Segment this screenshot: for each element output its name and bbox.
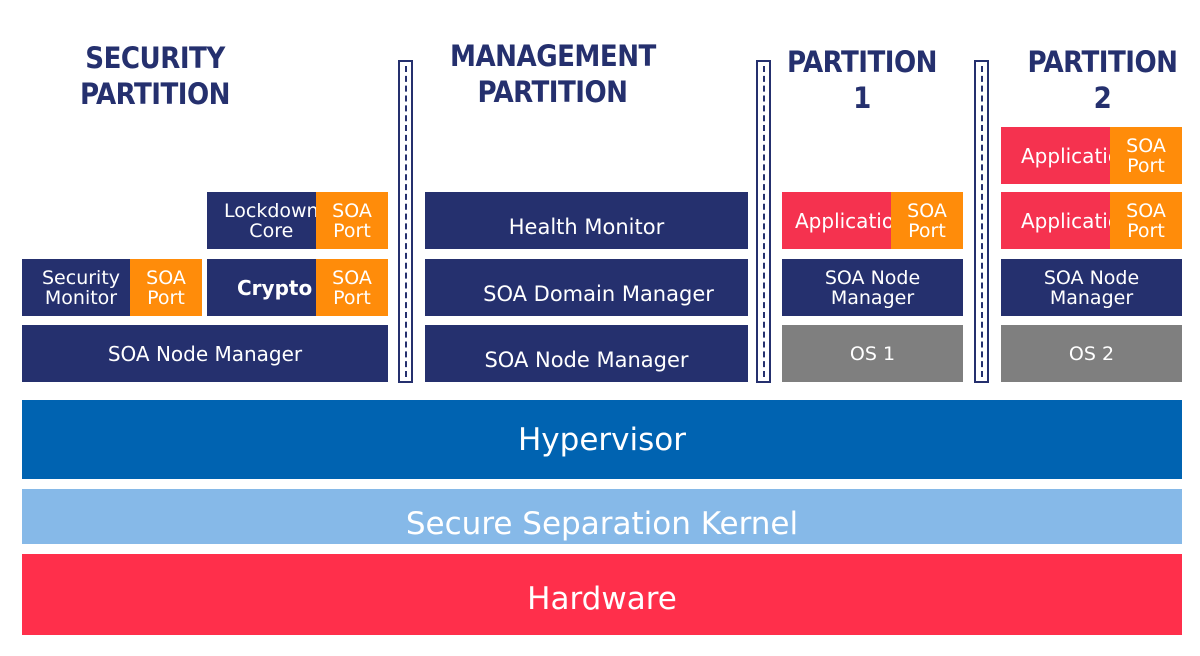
domain-manager-label: SOA Domain Manager <box>483 281 714 306</box>
hardware-layer: Hardware <box>22 554 1182 635</box>
os2-block: OS 2 <box>1001 325 1182 382</box>
hypervisor-label: Hypervisor <box>518 421 686 458</box>
heading-line: SECURITY <box>85 41 225 75</box>
partition1-node-manager-label: SOA Node Manager <box>824 266 921 309</box>
partition-divider <box>974 60 989 383</box>
domain-manager-block: SOA Domain Manager <box>425 259 748 316</box>
hardware-label: Hardware <box>527 580 677 617</box>
heading-line: PARTITION <box>477 75 628 109</box>
security-monitor-label: Security Monitor <box>42 266 121 309</box>
application-label: Application <box>795 208 907 233</box>
heading-line: MANAGEMENT <box>450 39 656 73</box>
partition2-node-manager-block: SOA Node Manager <box>1001 259 1182 316</box>
partition2-heading: PARTITION 2 <box>1027 45 1178 115</box>
partition1-heading: PARTITION 1 <box>787 45 937 115</box>
heading-line: PARTITION <box>80 77 230 111</box>
os2-label: OS 2 <box>1068 342 1115 365</box>
os1-block: OS 1 <box>782 325 963 382</box>
crypto-label: Crypto <box>237 275 313 300</box>
os1-label: OS 1 <box>849 342 896 365</box>
kernel-layer: Secure Separation Kernel <box>22 489 1182 544</box>
health-monitor-label: Health Monitor <box>508 214 665 239</box>
partition-divider <box>398 60 413 383</box>
management-node-manager-label: SOA Node Manager <box>484 347 689 372</box>
health-monitor-block: Health Monitor <box>425 192 748 249</box>
lockdown-core-label: Lockdown Core <box>224 199 319 242</box>
management-node-manager-block: SOA Node Manager <box>425 325 748 382</box>
kernel-label: Secure Separation Kernel <box>405 506 799 542</box>
security-node-manager-block: SOA Node Manager <box>22 325 388 382</box>
partition2-node-manager-label: SOA Node Manager <box>1043 266 1140 309</box>
management-partition-heading: MANAGEMENT PARTITION <box>450 38 656 110</box>
partition-divider <box>756 60 771 383</box>
hypervisor-layer: Hypervisor <box>22 400 1182 479</box>
security-node-manager-label: SOA Node Manager <box>107 341 303 366</box>
security-partition-heading: SECURITY PARTITION <box>60 40 250 112</box>
partition1-node-manager-block: SOA Node Manager <box>782 259 963 316</box>
